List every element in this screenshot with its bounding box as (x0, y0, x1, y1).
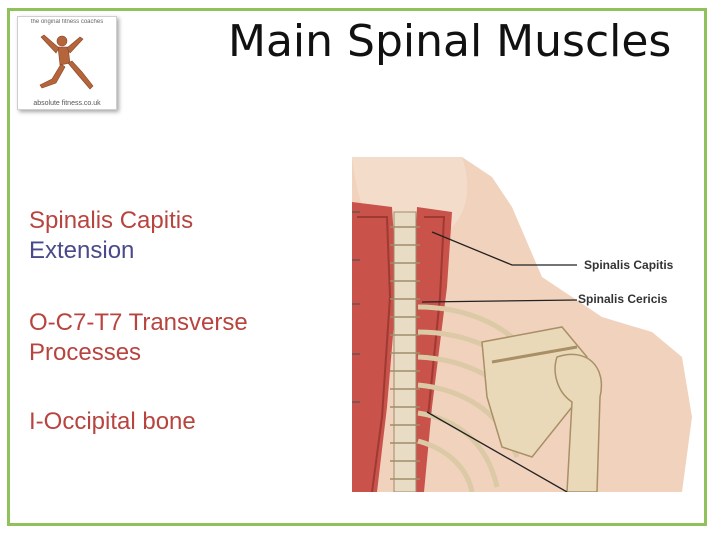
muscle-action: Extension (29, 237, 135, 264)
origin-line-2: Processes (29, 339, 142, 366)
logo-tagline: the original fitness coaches (30, 19, 104, 25)
muscle-name: Spinalis Capitis (29, 207, 194, 234)
origin-line-1: O-C7-T7 Transverse (29, 309, 248, 336)
vertebral-column (390, 211, 420, 492)
muscle-insertion: I-Occipital bone (29, 407, 196, 437)
label-spinalis-capitis: Spinalis Capitis (584, 258, 674, 272)
left-muscle-mass (352, 202, 397, 492)
insertion-text: I-Occipital bone (29, 408, 196, 435)
slide-frame (7, 8, 707, 526)
humerus (554, 353, 603, 492)
muscle-description: Spinalis Capitis Extension (29, 206, 193, 266)
spinal-anatomy-illustration: Spinalis Capitis Spinalis Cericis (352, 157, 692, 492)
page-title: Main Spinal Muscles (228, 16, 672, 67)
leader-lines (421, 231, 578, 492)
athlete-figure-icon (39, 34, 94, 90)
label-spinalis-cericis: Spinalis Cericis (578, 292, 668, 306)
logo: the original fitness coaches absolute fi… (17, 16, 117, 110)
muscle-origin: O-C7-T7 Transverse Processes (29, 308, 248, 368)
logo-website: absolute fitness.co.uk (33, 100, 101, 107)
